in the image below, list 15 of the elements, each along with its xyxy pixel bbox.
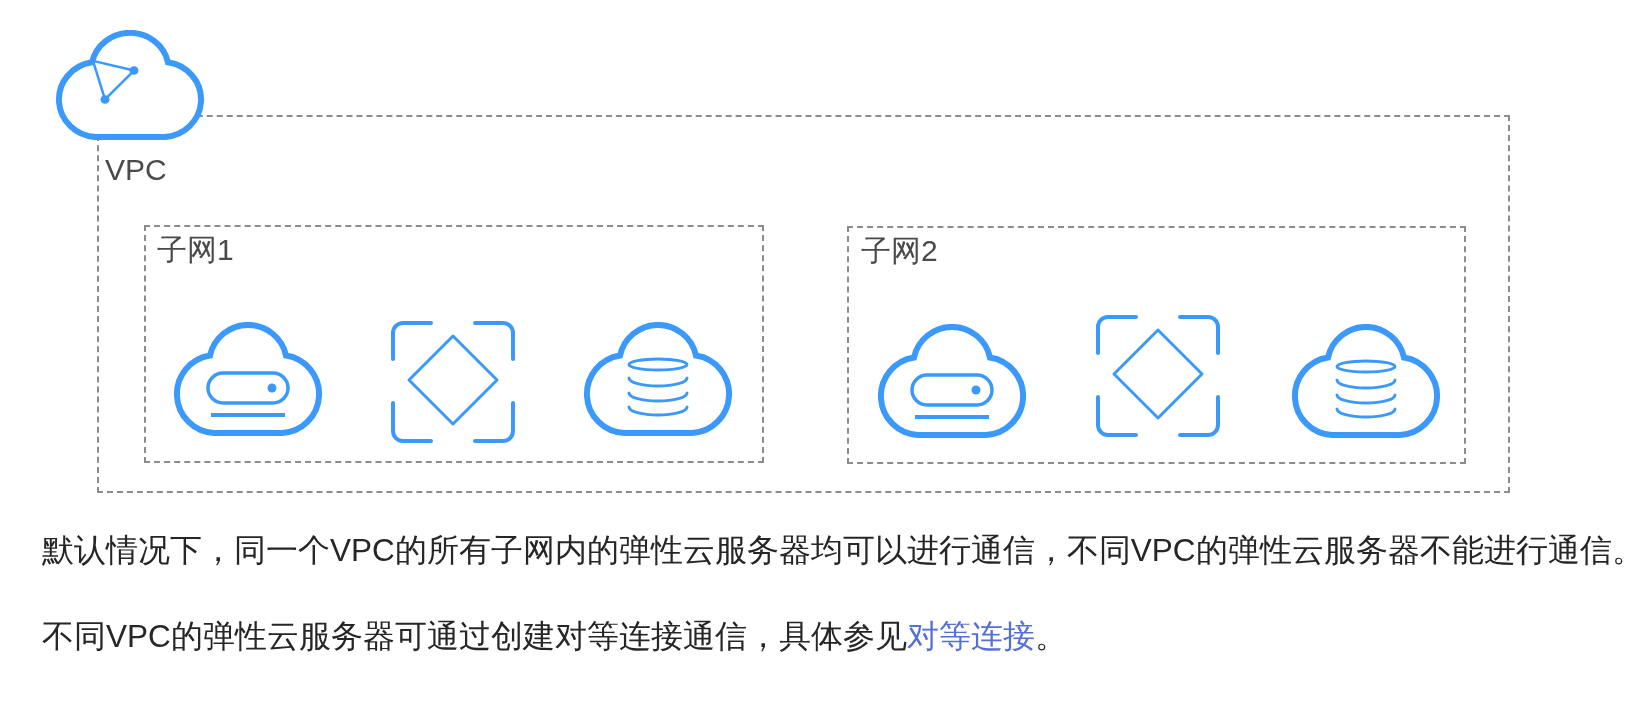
paragraph: 默认情况下，同一个VPC的所有子网内的弹性云服务器均可以进行通信，不同VPC的弹性云服务器不能进行通信。 — [42, 531, 1640, 569]
diamond-frame-icon — [391, 321, 515, 443]
cloud-database-icon — [1290, 324, 1442, 438]
vpc-box — [97, 115, 1510, 493]
link: 对等连接 — [906, 618, 1035, 654]
cloud-server-icon — [876, 324, 1028, 438]
cloud-server-icon — [172, 322, 324, 436]
box-label: 子网2 — [861, 233, 938, 269]
box-label: VPC — [105, 152, 167, 188]
subnet-box — [847, 226, 1466, 464]
cloud-database-icon — [582, 322, 734, 436]
box-label: 子网1 — [157, 232, 234, 268]
diamond-frame-icon — [1096, 315, 1220, 437]
subnet-box — [144, 225, 764, 463]
paragraph: 不同VPC的弹性云服务器可通过创建对等连接通信，具体参见对等连接。 — [42, 617, 1067, 655]
